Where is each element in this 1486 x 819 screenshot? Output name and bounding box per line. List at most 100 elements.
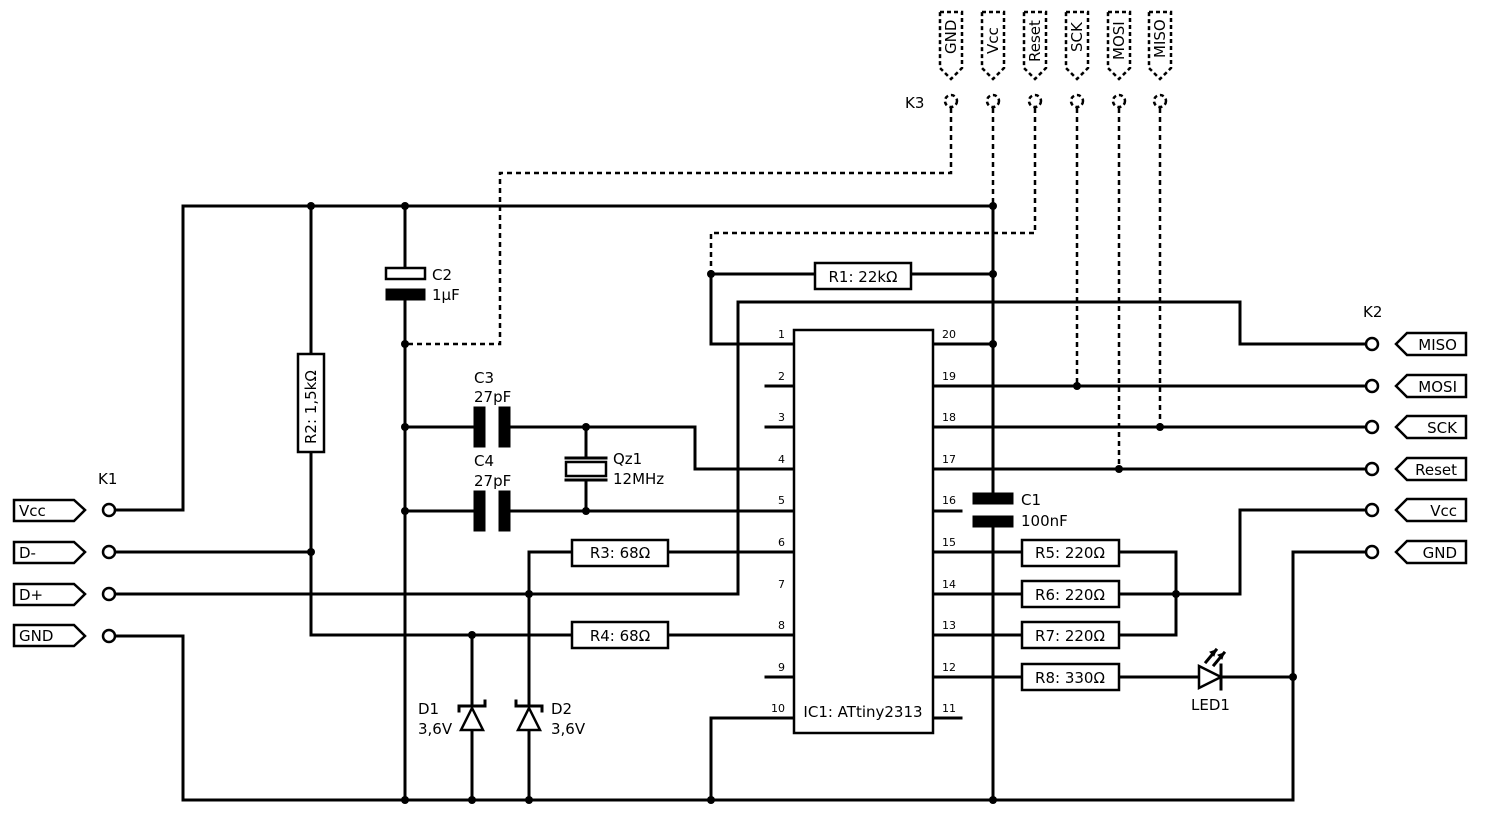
svg-text:Vcc: Vcc [984,27,1002,54]
k2-pin-sck: SCK [1364,414,1468,440]
junction-dots [307,202,1297,804]
svg-text:MOSI: MOSI [1418,378,1457,396]
svg-text:100nF: 100nF [1021,512,1068,530]
junction-dot [582,507,590,515]
svg-text:R3: 68Ω: R3: 68Ω [590,544,650,562]
svg-text:13: 13 [942,619,956,632]
resistor-r2: R2: 1,5kΩ [296,352,326,454]
svg-text:R1: 22kΩ: R1: 22kΩ [828,268,897,286]
svg-text:19: 19 [942,370,956,383]
ic1-label: IC1: ATtiny2313 [803,703,922,721]
svg-text:D2: D2 [551,700,572,718]
svg-text:4: 4 [778,453,785,466]
svg-text:5: 5 [778,494,785,507]
svg-text:9: 9 [778,661,785,674]
k3-pin-reset: Reset [1022,10,1048,109]
svg-text:Qz1: Qz1 [613,450,642,468]
svg-text:R5: 220Ω: R5: 220Ω [1035,544,1105,562]
svg-text:6: 6 [778,536,785,549]
svg-text:14: 14 [942,578,956,591]
k2-pin-vcc: Vcc [1364,497,1468,523]
svg-text:2: 2 [778,370,785,383]
svg-text:R2: 1,5kΩ: R2: 1,5kΩ [302,370,320,444]
junction-dot [525,590,533,598]
junction-dot [401,507,409,515]
connector-k3-label: K3 [905,94,924,112]
k2-pin-gnd: GND [1364,539,1468,565]
k1-pin-vcc: Vcc [12,498,117,523]
capacitor-c4: C4 27pF [473,452,511,532]
resistor-r4: R4: 68Ω [570,620,670,650]
svg-text:D+: D+ [19,586,43,604]
svg-text:C3: C3 [474,369,494,387]
ic1-body [792,328,935,735]
svg-text:C4: C4 [474,452,494,470]
resistor-r6: R6: 220Ω [1020,579,1121,609]
svg-text:7: 7 [778,578,785,591]
junction-dot [307,202,315,210]
svg-text:D1: D1 [418,700,439,718]
svg-text:15: 15 [942,536,956,549]
junction-dot [989,340,997,348]
junction-dot [582,423,590,431]
svg-text:MOSI: MOSI [1110,21,1128,60]
svg-text:12: 12 [942,661,956,674]
resistor-r8: R8: 330Ω [1020,662,1121,692]
junction-dot [401,340,409,348]
junction-dot [989,796,997,804]
svg-text:8: 8 [778,619,785,632]
k2-pin-reset: Reset [1364,456,1468,482]
wires [114,204,1367,802]
svg-text:20: 20 [942,328,956,341]
resistor-r1: R1: 22kΩ [813,261,913,291]
svg-text:3: 3 [778,411,785,424]
junction-dot [1172,590,1180,598]
svg-text:27pF: 27pF [474,388,511,406]
svg-text:C1: C1 [1021,491,1041,509]
svg-text:Vcc: Vcc [1430,502,1457,520]
k3-pin-mosi: MOSI [1106,10,1132,109]
ic1-attiny2313: IC1: ATtiny2313 1 2 3 4 5 6 7 8 9 10 20 … [771,328,956,735]
zener-diode-d1: D1 3,6V [418,699,487,738]
svg-text:18: 18 [942,411,956,424]
svg-text:11: 11 [942,702,956,715]
junction-dot [1115,465,1123,473]
svg-text:D-: D- [19,544,36,562]
svg-text:27pF: 27pF [474,472,511,490]
svg-text:3,6V: 3,6V [551,720,586,738]
resistor-r5: R5: 220Ω [1020,538,1121,568]
svg-text:MISO: MISO [1418,336,1457,354]
svg-text:GND: GND [942,20,960,54]
svg-text:R7: 220Ω: R7: 220Ω [1035,627,1105,645]
svg-text:LED1: LED1 [1191,696,1230,714]
capacitor-c2: C2 1µF [384,266,460,304]
svg-text:R4: 68Ω: R4: 68Ω [590,627,650,645]
svg-text:Reset: Reset [1026,20,1044,62]
k1-pin-gnd: GND [12,623,117,648]
k3-pin-vcc: Vcc [980,10,1006,109]
junction-dot [307,548,315,556]
resistor-r3: R3: 68Ω [570,538,670,568]
svg-text:10: 10 [771,702,785,715]
svg-text:R6: 220Ω: R6: 220Ω [1035,586,1105,604]
junction-dot [989,202,997,210]
ic1-right-pin-numbers: 20 19 18 17 16 15 14 13 12 11 [942,328,956,715]
k1-pin-d-plus: D+ [12,582,117,607]
junction-dot [468,796,476,804]
connector-k2-label: K2 [1363,303,1382,321]
junction-dot [1156,423,1164,431]
programming-header-lines [405,108,1162,469]
svg-text:SCK: SCK [1068,21,1086,52]
junction-dot [1289,673,1297,681]
svg-text:1µF: 1µF [432,286,460,304]
k2-pin-mosi: MOSI [1364,373,1468,399]
resistor-r7: R7: 220Ω [1020,620,1121,650]
junction-dot [989,270,997,278]
connector-k3: K3 GND Vcc Reset SCK MOSI MISO [905,10,1173,112]
capacitor-c3: C3 27pF [473,369,511,448]
junction-dot [1073,382,1081,390]
zener-diode-d2: D2 3,6V [514,699,586,738]
svg-text:Reset: Reset [1415,461,1457,479]
svg-text:GND: GND [1423,544,1457,562]
